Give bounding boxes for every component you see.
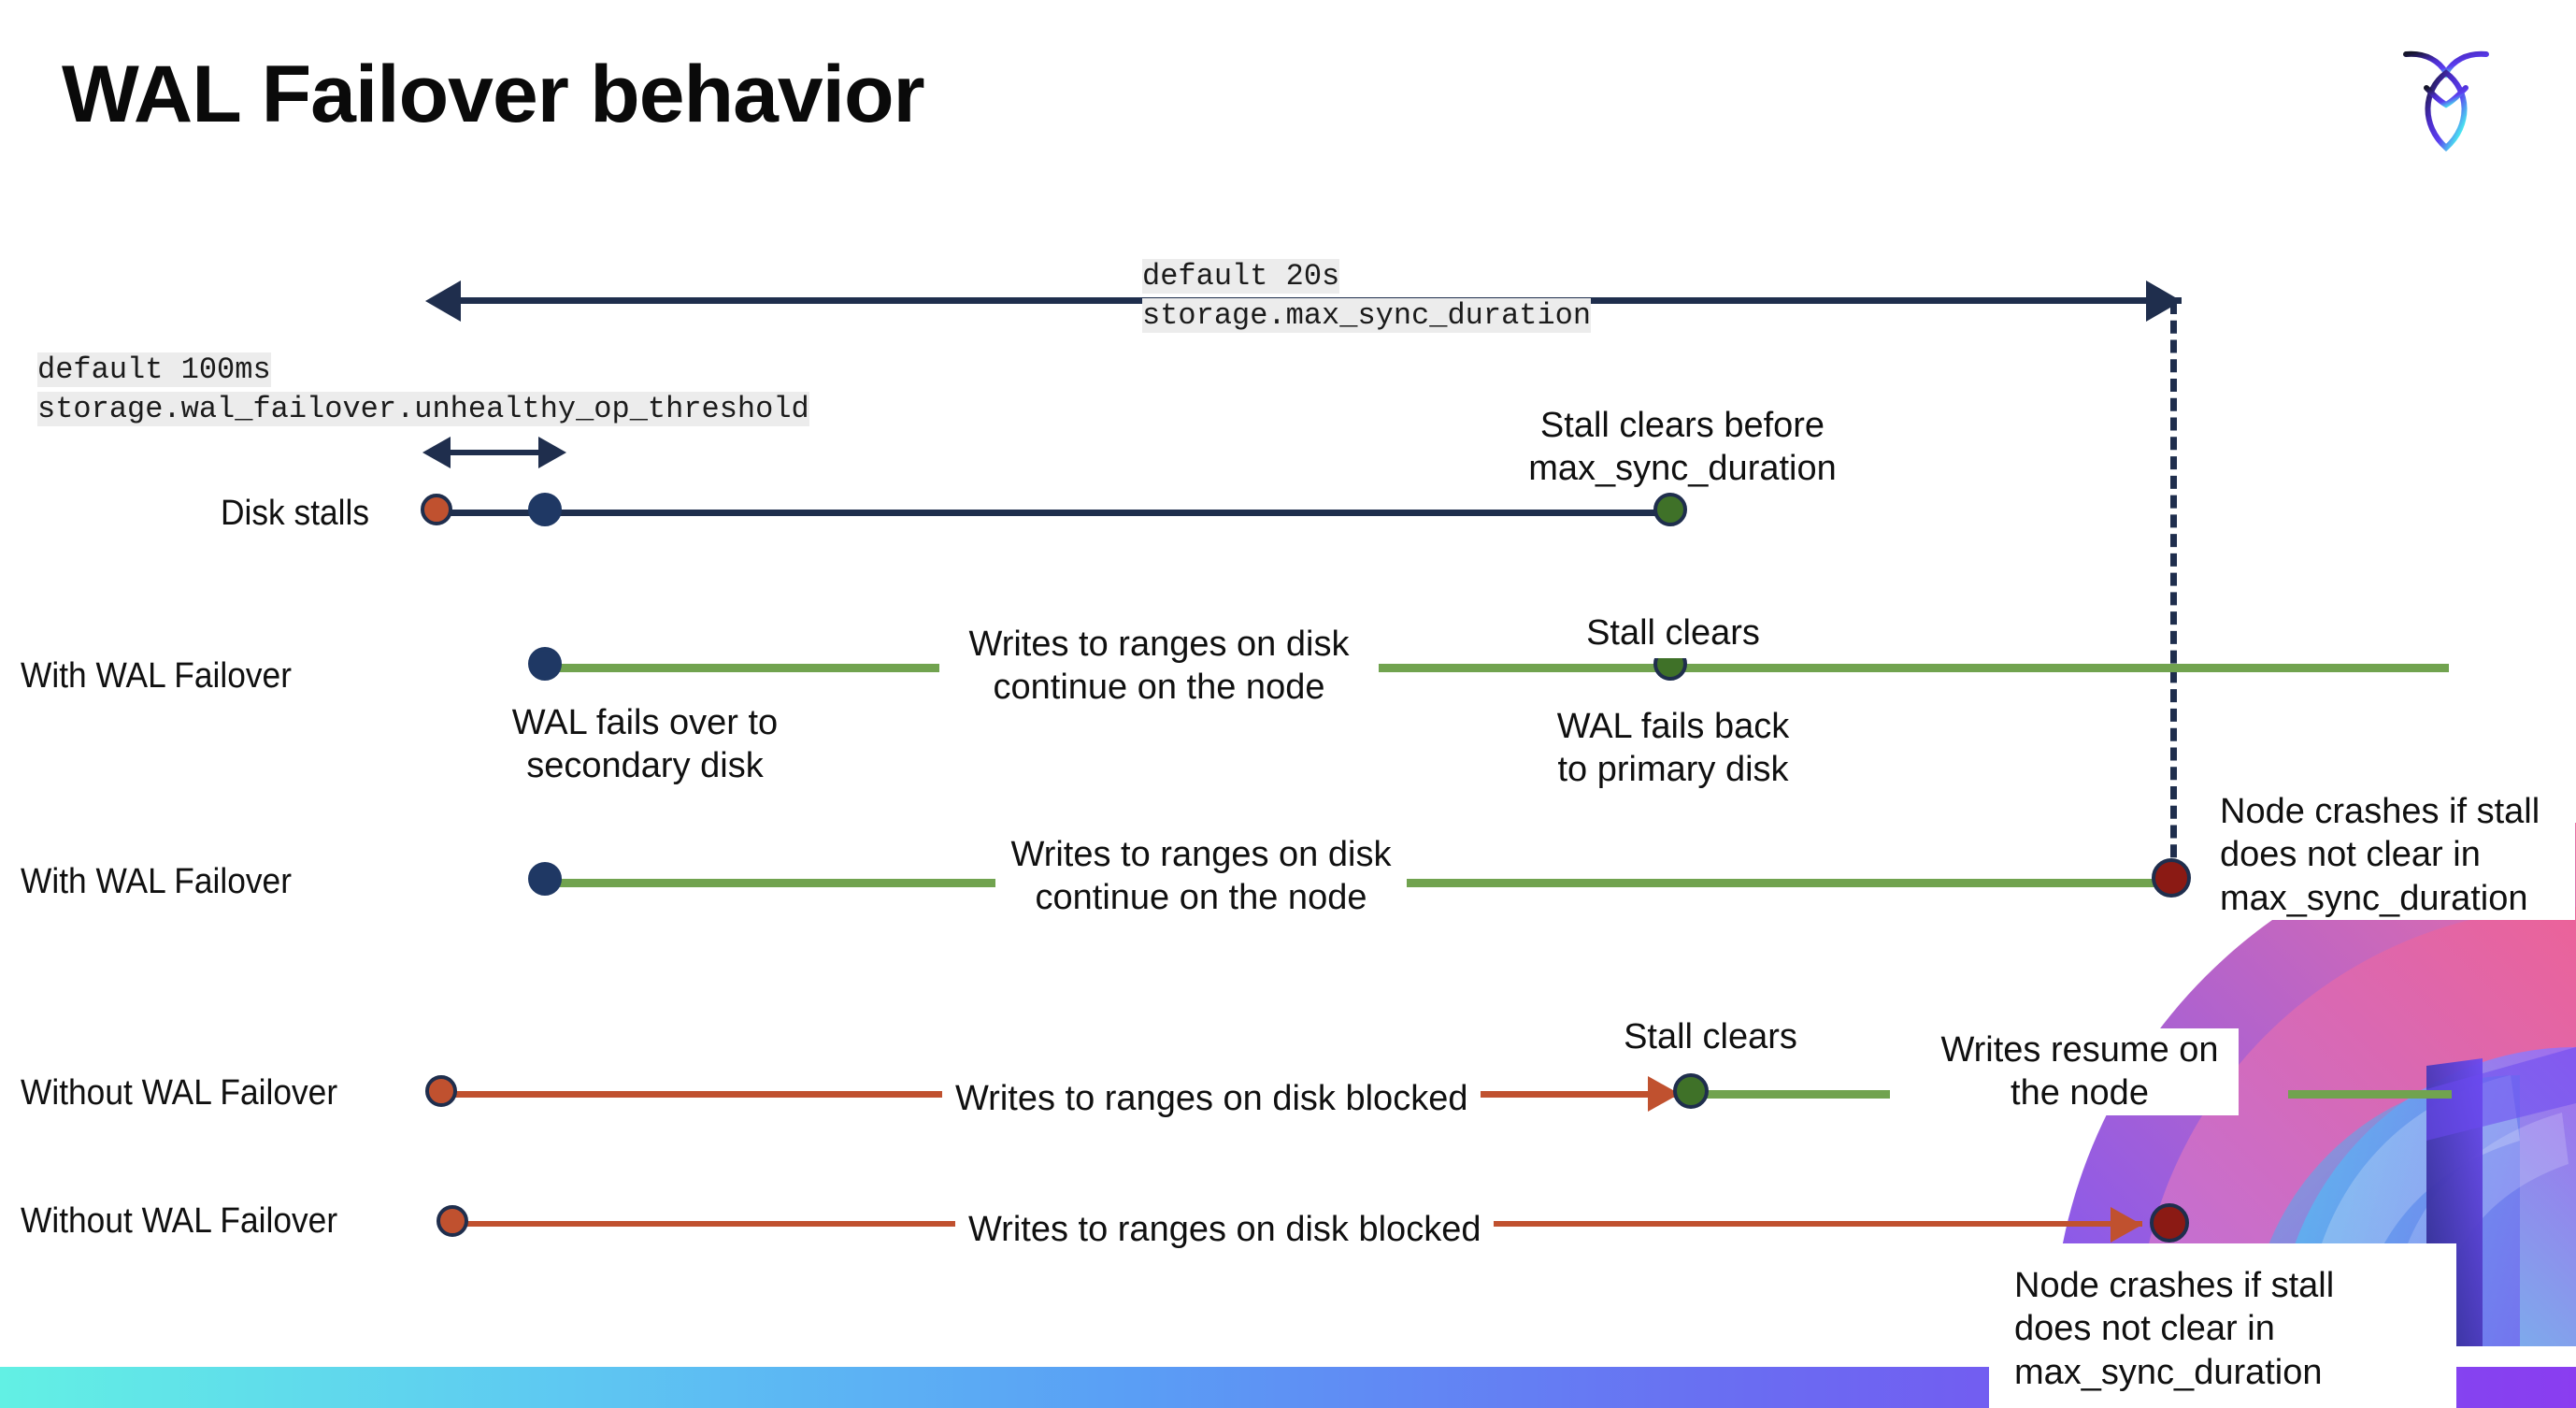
without-wal-failover-stall-clear-dot bbox=[1673, 1073, 1709, 1109]
note-writes-blocked-1: Writes to ranges on disk blocked bbox=[942, 1073, 1481, 1125]
note-writes-continue-1: Writes to ranges on disk continue on the… bbox=[939, 617, 1379, 715]
max-sync-duration-left-arrowhead bbox=[425, 280, 461, 322]
note-writes-blocked-2: Writes to ranges on disk blocked bbox=[955, 1204, 1495, 1256]
with-wal-failover-clears-timeline bbox=[542, 664, 2449, 672]
note-wal-fails-over: WAL fails over to secondary disk bbox=[486, 701, 804, 788]
disk-stalls-timeline bbox=[439, 510, 1673, 516]
page-title: WAL Failover behavior bbox=[62, 50, 925, 139]
unhealthy-op-threshold-right-arrowhead bbox=[538, 437, 566, 468]
note-node-crashes-1: Node crashes if stall does not clear in … bbox=[2220, 790, 2575, 921]
unhealthy-op-threshold-left-arrowhead bbox=[422, 437, 451, 468]
row-label-disk-stalls: Disk stalls bbox=[221, 494, 370, 533]
note-stall-clears-before-max-sync: Stall clears before max_sync_duration bbox=[1505, 404, 1860, 491]
unhealthy-op-threshold-default: default 100ms bbox=[37, 352, 271, 387]
note-wal-fails-back: WAL fails back to primary disk bbox=[1533, 705, 1813, 792]
without-wal-failover-start-dot bbox=[425, 1075, 457, 1107]
without-wal-failover-resume-line bbox=[1703, 1090, 1890, 1099]
without-wal-failover-resume-line-right bbox=[2288, 1090, 2452, 1099]
max-sync-duration-name: storage.max_sync_duration bbox=[1142, 298, 1592, 334]
row-label-without-wal-failover-crash: Without WAL Failover bbox=[21, 1201, 338, 1241]
note-node-crashes-2: Node crashes if stall does not clear in … bbox=[2014, 1264, 2416, 1395]
cockroachdb-logo-icon bbox=[2385, 32, 2507, 163]
max-sync-duration-default: default 20s bbox=[1142, 259, 1340, 294]
wal-failover-start-dot bbox=[528, 647, 562, 681]
row-label-with-wal-failover-clears: With WAL Failover bbox=[21, 656, 292, 696]
without-wal-failover-crash-start-dot bbox=[436, 1205, 468, 1237]
without-wal-failover-crash-dot bbox=[2150, 1203, 2189, 1243]
unhealthy-op-threshold-setting: default 100ms storage.wal_failover.unheal… bbox=[37, 351, 809, 429]
note-stall-clears-1: Stall clears bbox=[1538, 608, 1809, 659]
unhealthy-op-threshold-span-line bbox=[447, 450, 550, 455]
unhealthy-op-threshold-name: storage.wal_failover.unhealthy_op_thresh… bbox=[37, 392, 809, 427]
wal-failover-crash-dot bbox=[2152, 858, 2191, 898]
row-label-with-wal-failover-crash: With WAL Failover bbox=[21, 862, 292, 901]
max-sync-duration-dashed-guide bbox=[2170, 301, 2177, 877]
max-sync-duration-setting: default 20s storage.max_sync_duration bbox=[1142, 257, 1592, 336]
without-wal-failover-arrowhead-2 bbox=[2111, 1207, 2142, 1243]
note-writes-resume: Writes resume on the node bbox=[1921, 1028, 2239, 1115]
row-label-without-wal-failover-clears: Without WAL Failover bbox=[21, 1073, 338, 1113]
wal-failover-crash-start-dot bbox=[528, 862, 562, 896]
disk-stall-start-dot bbox=[421, 494, 452, 525]
note-writes-continue-2: Writes to ranges on disk continue on the… bbox=[995, 827, 1407, 926]
disk-stall-threshold-dot bbox=[528, 493, 562, 526]
disk-stall-clear-dot bbox=[1653, 493, 1687, 526]
note-stall-clears-2: Stall clears bbox=[1580, 1012, 1841, 1063]
